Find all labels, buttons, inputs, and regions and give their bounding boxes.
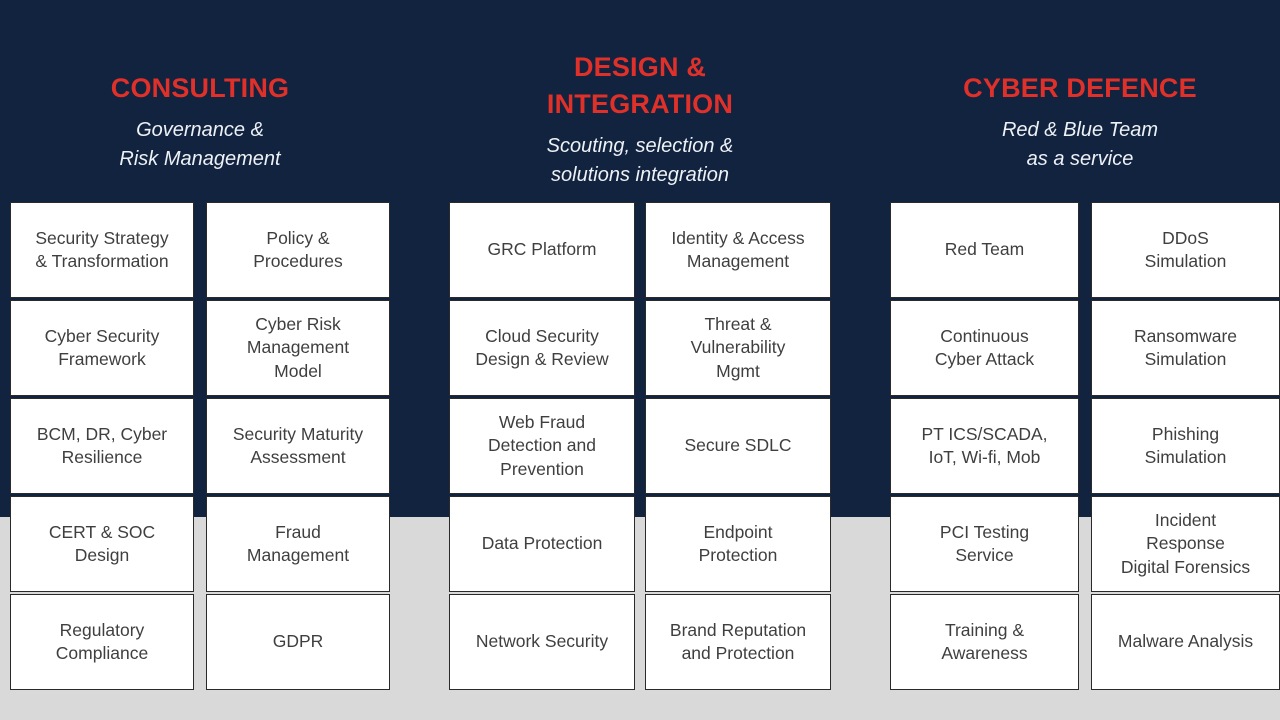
service-card-label: Fraud Management xyxy=(246,521,350,566)
service-card-label: Secure SDLC xyxy=(684,435,792,456)
service-card-grid: GRC Platform Identity & Access Managemen… xyxy=(443,202,837,690)
service-card[interactable]: PT ICS/SCADA, IoT, Wi-fi, Mob xyxy=(890,398,1079,494)
service-card-label: Brand Reputation and Protection xyxy=(669,619,807,664)
service-card-label: Red Team xyxy=(944,239,1025,260)
service-card[interactable]: Phishing Simulation xyxy=(1091,398,1280,494)
service-card[interactable]: Secure SDLC xyxy=(645,398,831,494)
service-card-label: GDPR xyxy=(272,631,324,652)
service-card[interactable]: Red Team xyxy=(890,202,1079,298)
service-card[interactable]: Endpoint Protection xyxy=(645,496,831,592)
column-consulting: CONSULTING Governance & Risk Management … xyxy=(0,0,400,720)
column-title: CONSULTING xyxy=(110,73,290,103)
service-card-label: Network Security xyxy=(475,631,609,652)
service-card-label: Security Strategy & Transformation xyxy=(35,227,169,272)
column-cyber-defence: CYBER DEFENCE Red & Blue Team as a servi… xyxy=(880,0,1280,720)
service-card[interactable]: Cloud Security Design & Review xyxy=(449,300,635,396)
service-card-label: GRC Platform xyxy=(487,239,597,260)
column-header-consulting: CONSULTING Governance & Risk Management xyxy=(0,70,400,174)
service-card[interactable]: Policy & Procedures xyxy=(206,202,390,298)
service-card[interactable]: Continuous Cyber Attack xyxy=(890,300,1079,396)
column-subtitle: Scouting, selection & solutions integrat… xyxy=(546,135,734,186)
service-card[interactable]: Cyber Risk Management Model xyxy=(206,300,390,396)
service-card-label: Ransomware Simulation xyxy=(1133,325,1238,370)
column-header-cyber-defence: CYBER DEFENCE Red & Blue Team as a servi… xyxy=(880,70,1280,174)
service-card-label: Training & Awareness xyxy=(941,619,1028,664)
service-card-label: Regulatory Compliance xyxy=(55,619,149,664)
service-card[interactable]: Cyber Security Framework xyxy=(10,300,194,396)
service-card-label: Continuous Cyber Attack xyxy=(934,325,1035,370)
service-card[interactable]: GDPR xyxy=(206,594,390,690)
service-card-label: Policy & Procedures xyxy=(253,227,343,272)
service-card[interactable]: Identity & Access Management xyxy=(645,202,831,298)
service-card-label: BCM, DR, Cyber Resilience xyxy=(36,423,168,468)
service-card[interactable]: Brand Reputation and Protection xyxy=(645,594,831,690)
service-card[interactable]: Ransomware Simulation xyxy=(1091,300,1280,396)
service-card-label: Identity & Access Management xyxy=(671,227,805,272)
service-card[interactable]: Malware Analysis xyxy=(1091,594,1280,690)
service-card[interactable]: Security Maturity Assessment xyxy=(206,398,390,494)
service-card-label: Threat & Vulnerability Mgmt xyxy=(690,313,786,381)
column-design-integration: DESIGN & INTEGRATION Scouting, selection… xyxy=(443,0,837,720)
service-card-label: Endpoint Protection xyxy=(698,521,778,566)
service-card[interactable]: Data Protection xyxy=(449,496,635,592)
service-card-grid: Red Team DDoS Simulation Continuous Cybe… xyxy=(880,202,1280,690)
service-card[interactable]: CERT & SOC Design xyxy=(10,496,194,592)
service-card-label: Cloud Security Design & Review xyxy=(475,325,609,370)
service-card[interactable]: Web Fraud Detection and Prevention xyxy=(449,398,635,494)
service-card[interactable]: Regulatory Compliance xyxy=(10,594,194,690)
service-card[interactable]: Threat & Vulnerability Mgmt xyxy=(645,300,831,396)
service-card[interactable]: Network Security xyxy=(449,594,635,690)
column-header-design-integration: DESIGN & INTEGRATION Scouting, selection… xyxy=(443,49,837,190)
service-card[interactable]: BCM, DR, Cyber Resilience xyxy=(10,398,194,494)
service-card-label: Web Fraud Detection and Prevention xyxy=(488,411,596,479)
service-card-label: PT ICS/SCADA, IoT, Wi-fi, Mob xyxy=(921,423,1048,468)
service-card-label: Incident Response Digital Forensics xyxy=(1120,509,1251,577)
service-card-label: Phishing Simulation xyxy=(1144,423,1227,468)
service-card-label: CERT & SOC Design xyxy=(48,521,156,566)
service-card-label: Security Maturity Assessment xyxy=(232,423,364,468)
service-card[interactable]: GRC Platform xyxy=(449,202,635,298)
service-card[interactable]: Fraud Management xyxy=(206,496,390,592)
service-card[interactable]: Incident Response Digital Forensics xyxy=(1091,496,1280,592)
column-subtitle: Governance & Risk Management xyxy=(119,119,281,170)
service-card[interactable]: Training & Awareness xyxy=(890,594,1079,690)
service-card-label: Cyber Security Framework xyxy=(44,325,160,370)
service-card-label: Malware Analysis xyxy=(1117,631,1254,652)
column-title: DESIGN & INTEGRATION xyxy=(546,52,734,119)
service-card[interactable]: DDoS Simulation xyxy=(1091,202,1280,298)
service-card-label: Data Protection xyxy=(481,533,603,554)
service-card-label: PCI Testing Service xyxy=(939,521,1030,566)
service-card[interactable]: PCI Testing Service xyxy=(890,496,1079,592)
service-card-grid: Security Strategy & Transformation Polic… xyxy=(0,202,400,690)
column-title: CYBER DEFENCE xyxy=(963,73,1197,103)
column-subtitle: Red & Blue Team as a service xyxy=(1001,119,1158,170)
service-card[interactable]: Security Strategy & Transformation xyxy=(10,202,194,298)
service-card-label: Cyber Risk Management Model xyxy=(246,313,350,381)
service-card-label: DDoS Simulation xyxy=(1144,227,1227,272)
